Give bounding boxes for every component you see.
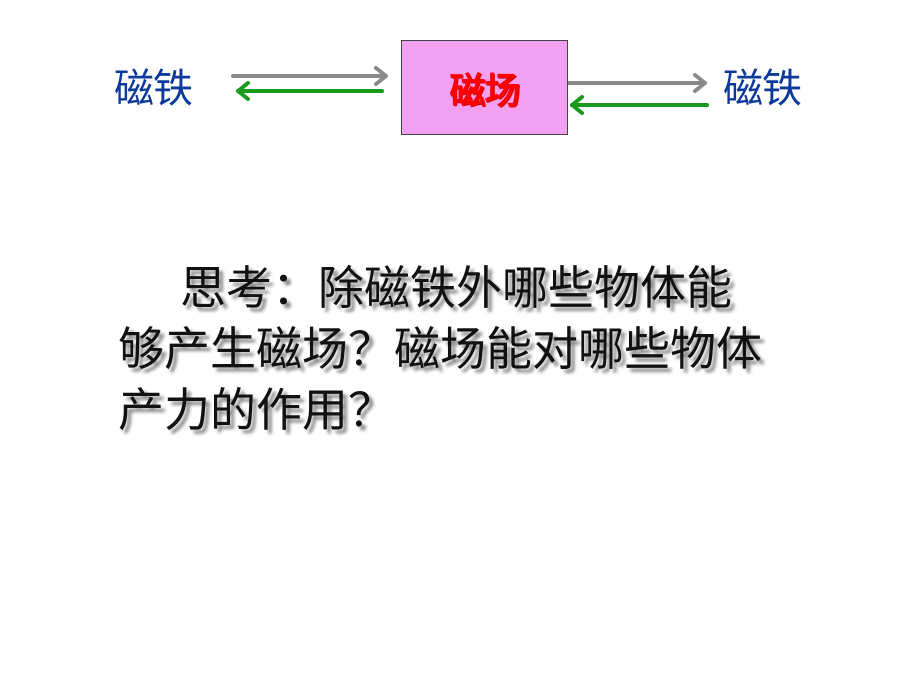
- magnetic-field-box: 磁场: [401, 40, 568, 135]
- question-line: 思考：除磁铁外哪些物体能: [180, 261, 732, 315]
- right-magnet-label: 磁铁: [723, 66, 802, 112]
- question-line: 够产生磁场？磁场能对哪些物体: [118, 322, 762, 376]
- magnetic-field-label: 磁场: [449, 70, 520, 112]
- question-text: 思考：除磁铁外哪些物体能 够产生磁场？磁场能对哪些物体 产力的作用？: [118, 258, 838, 441]
- arrow-right-icon: [231, 66, 388, 86]
- arrow-left-icon: [236, 81, 384, 101]
- arrow-left-icon: [570, 95, 709, 115]
- arrow-right-icon: [566, 73, 707, 93]
- question-line: 产力的作用？: [118, 383, 394, 437]
- left-magnet-label: 磁铁: [114, 66, 193, 112]
